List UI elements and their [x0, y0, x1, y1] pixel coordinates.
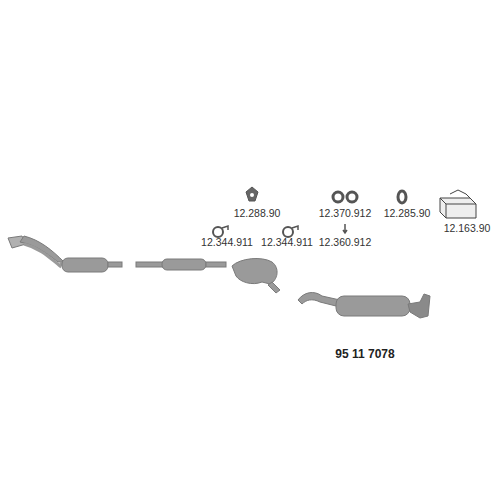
callout-number: 12.288.90: [234, 208, 281, 220]
callout-number: 12.285.90: [384, 208, 431, 220]
callout-number: 12.163.90: [444, 223, 491, 235]
part-number: 95 11 7078: [335, 348, 394, 361]
callout-number: 12.360.912: [319, 237, 372, 249]
callout-number: 12.344.911: [201, 237, 253, 249]
callout-number: 12.370.912: [319, 208, 372, 220]
callout-number: 12.344.911: [261, 237, 313, 249]
